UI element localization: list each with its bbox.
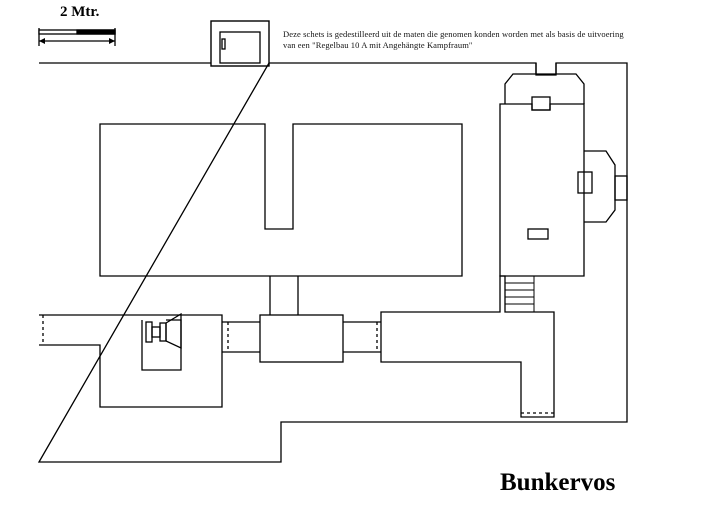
main-chamber <box>99 123 463 277</box>
central-corridor <box>269 276 299 315</box>
stairs <box>504 275 535 313</box>
side-embrasure-port <box>614 175 628 201</box>
outer-wall <box>37 62 628 463</box>
combat-room <box>499 103 585 277</box>
central-room <box>259 314 344 363</box>
embrasure-room <box>141 312 182 371</box>
left-passage <box>222 321 260 353</box>
scale-bar <box>38 28 116 46</box>
upper-embrasure <box>504 73 585 104</box>
left-wing <box>39 314 223 408</box>
right-lower-wing <box>380 275 555 418</box>
side-embrasure-slot <box>577 171 593 194</box>
description-line-1: Deze schets is gedestilleerd uit de mate… <box>283 29 624 39</box>
combat-room-door <box>527 228 549 240</box>
upper-embrasure-slot <box>531 96 551 111</box>
plan-title: Bunkervos <box>500 469 616 496</box>
observation-post <box>210 20 270 67</box>
left-openings <box>42 315 229 352</box>
right-passage <box>343 321 381 353</box>
description-line-2: van een "Regelbau 10 A mit Angehängte Ka… <box>283 40 473 50</box>
side-embrasure <box>584 150 616 223</box>
description-note: Deze schets is gedestilleerd uit de mate… <box>283 29 703 51</box>
scale-bar-label: 2 Mtr. <box>60 4 100 20</box>
